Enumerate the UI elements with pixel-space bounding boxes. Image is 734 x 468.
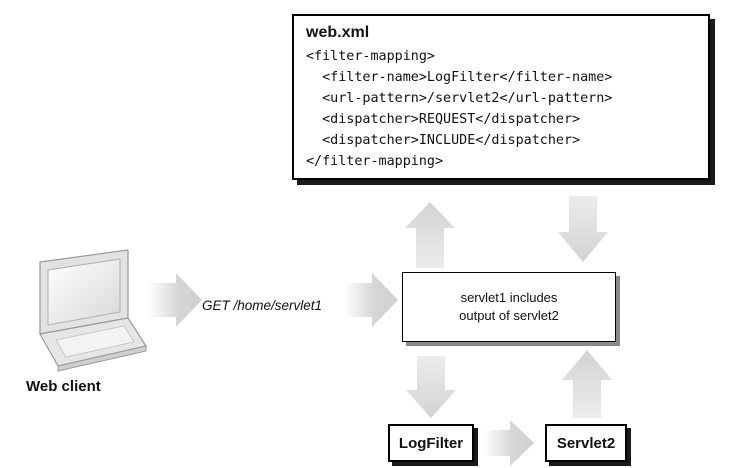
code-line: <url-pattern>/servlet2</url-pattern> — [306, 91, 613, 106]
logfilter-box: LogFilter — [388, 424, 474, 462]
webxml-title: web.xml — [306, 24, 370, 41]
arrow-logfilter-to-servlet2 — [484, 420, 534, 466]
arrow-webxml-to-servlet1 — [558, 196, 608, 262]
webxml-box: web.xml <filter-mapping> <filter-name>Lo… — [292, 14, 710, 180]
code-line: <filter-mapping> — [306, 49, 435, 64]
code-line: <dispatcher>INCLUDE</dispatcher> — [306, 133, 581, 148]
web-client-label: Web client — [26, 378, 101, 395]
arrow-servlet1-to-webxml — [405, 202, 455, 268]
servlet2-box: Servlet2 — [545, 424, 627, 462]
arrow-servlet2-to-servlet1 — [562, 350, 612, 418]
servlet1-box: servlet1 includes output of servlet2 — [402, 272, 616, 342]
arrow-client-to-request — [148, 273, 202, 327]
code-line: <dispatcher>REQUEST</dispatcher> — [306, 112, 581, 127]
request-label: GET /home/servlet1 — [202, 298, 323, 313]
webxml-code: <filter-mapping> <filter-name>LogFilter<… — [306, 46, 612, 172]
code-line: </filter-mapping> — [306, 154, 444, 169]
laptop-icon — [39, 249, 147, 372]
arrow-servlet1-to-logfilter — [406, 356, 456, 418]
arrow-request-to-servlet1 — [344, 273, 398, 327]
servlet1-line2: output of servlet2 — [459, 308, 559, 323]
code-line: <filter-name>LogFilter</filter-name> — [306, 70, 613, 85]
servlet1-line1: servlet1 includes — [460, 290, 558, 305]
